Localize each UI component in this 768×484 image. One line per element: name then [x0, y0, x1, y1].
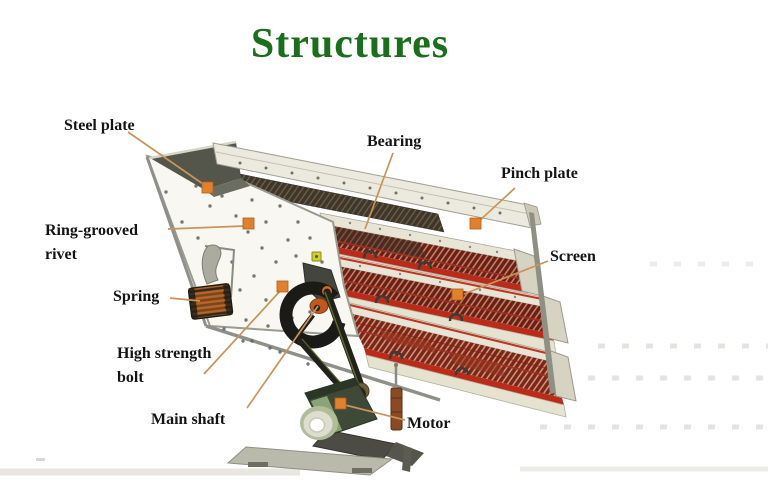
leader-pinch-plate	[476, 187, 516, 224]
deck-hook	[362, 250, 378, 259]
page-title: Structures	[250, 21, 450, 67]
leader-screen	[463, 260, 549, 295]
deck-hook	[448, 313, 464, 322]
label-high-strength-bolt: High strength bolt	[117, 345, 212, 386]
marker-screen	[451, 288, 464, 301]
label-spring: Spring	[113, 288, 160, 305]
leader-main-shaft	[246, 305, 319, 409]
leader-steel-plate	[127, 131, 204, 185]
yellow-tag	[311, 251, 322, 262]
leader-rivet	[167, 225, 246, 230]
coil-spring	[187, 283, 234, 320]
motor-base-plate	[226, 446, 394, 476]
leader-lines	[127, 131, 549, 421]
label-ring-grooved-rivet: Ring-grooved rivet	[45, 222, 139, 263]
flywheel	[279, 281, 346, 349]
leader-motor	[344, 404, 406, 421]
frame-right-beam	[529, 212, 556, 394]
leader-bolt	[203, 289, 282, 375]
motor-assembly	[226, 363, 424, 476]
part-markers	[201, 181, 482, 410]
watermark-artifacts	[0, 261, 768, 476]
deck-hook	[388, 351, 404, 360]
damper-cylinder	[390, 387, 403, 431]
label-steel-plate: Steel plate	[64, 117, 135, 134]
deck-hook	[454, 367, 470, 376]
marker-rivet	[242, 217, 255, 230]
deck-hook	[417, 261, 433, 270]
deck-hook	[374, 295, 390, 304]
label-motor: Motor	[407, 415, 451, 432]
screen-deck-bottom	[345, 301, 577, 418]
marker-motor	[334, 397, 347, 410]
screen-deck-middle	[329, 253, 569, 355]
spring-bracket-arm	[201, 244, 222, 285]
leader-spring	[169, 297, 201, 302]
label-main-shaft: Main shaft	[151, 411, 226, 428]
spring-assembly	[187, 244, 236, 320]
marker-steel-plate	[201, 181, 214, 194]
label-bearing: Bearing	[367, 133, 422, 150]
marker-bolt	[276, 280, 289, 293]
label-screen: Screen	[550, 248, 596, 265]
label-pinch-plate: Pinch plate	[501, 165, 578, 182]
marker-pinch-plate	[469, 217, 482, 230]
leader-bearing	[364, 152, 394, 230]
